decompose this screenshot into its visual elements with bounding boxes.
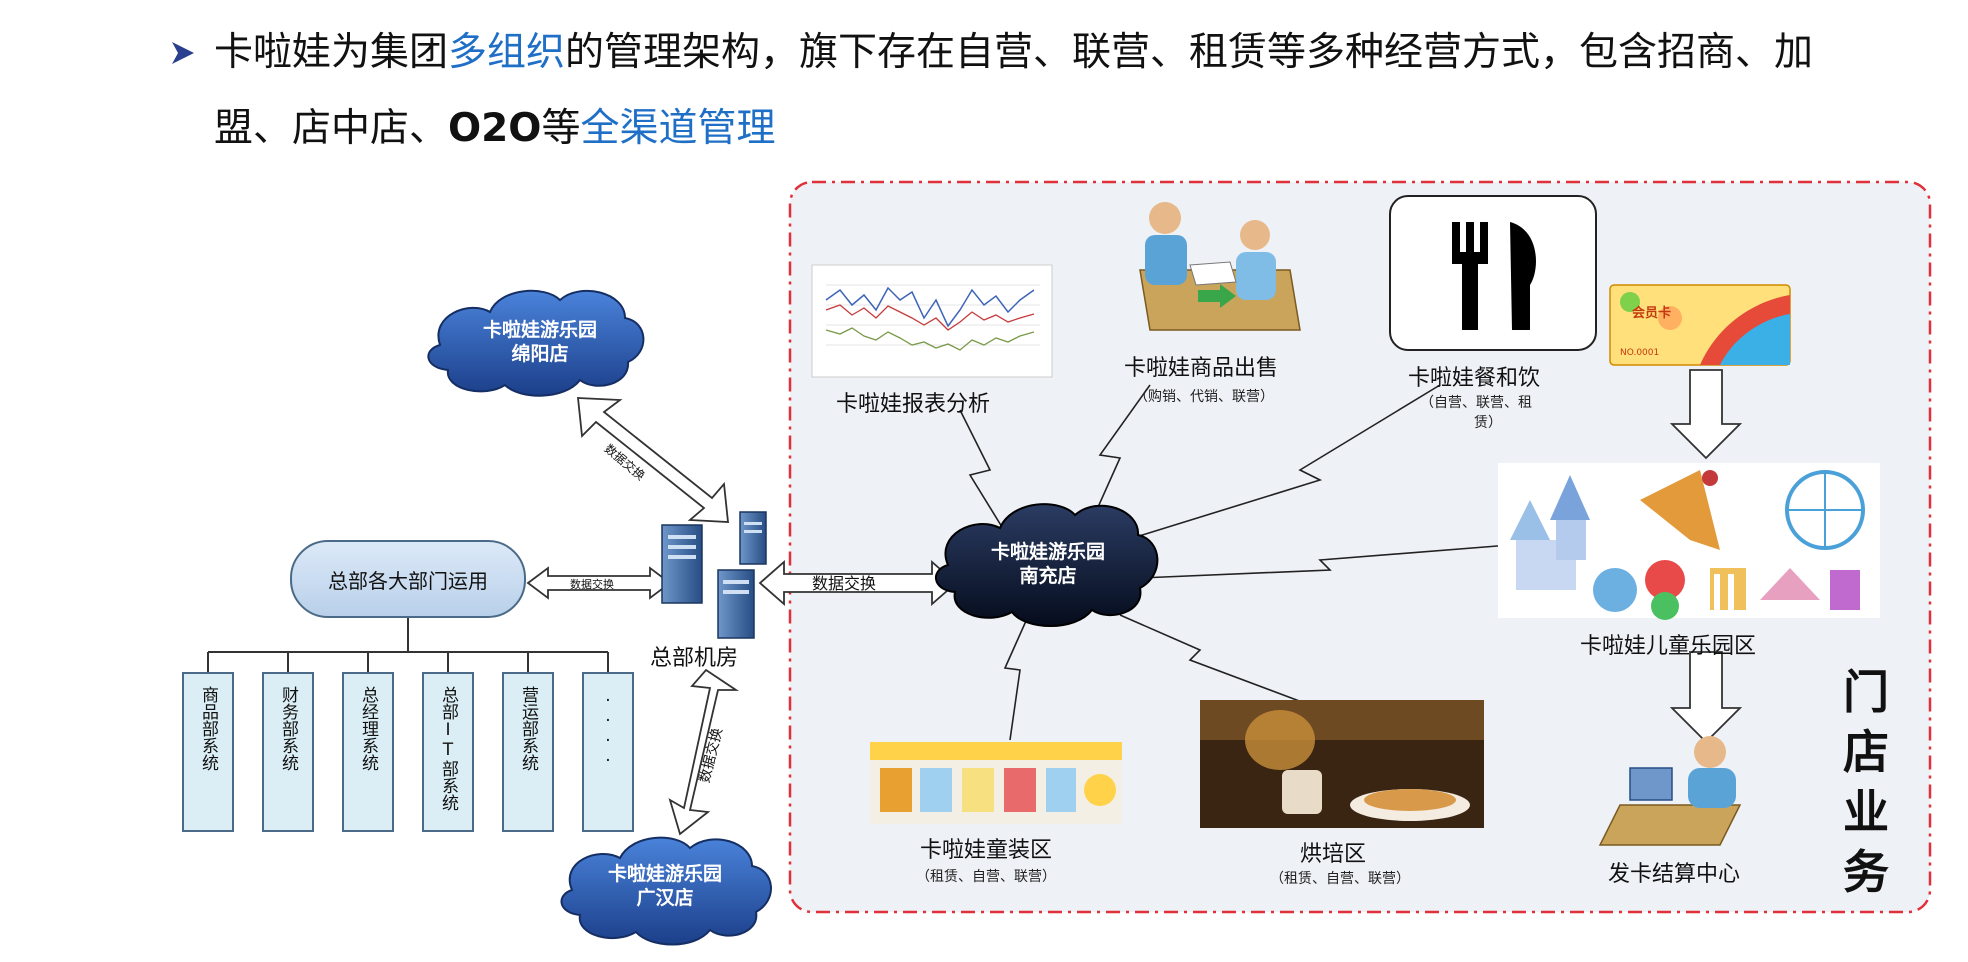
heading-line-1: 卡啦娃为集团多组织的管理架构，旗下存在自营、联营、租赁等多种经营方式，包含招商、… bbox=[214, 26, 1813, 80]
kids-clothing-sublabel: （租赁、自营、联营） bbox=[916, 869, 1056, 885]
cloud-guanghan bbox=[560, 836, 772, 946]
arrow-bullet-icon bbox=[172, 42, 194, 64]
cloud-nanchong bbox=[935, 503, 1159, 627]
flow-down-arrows bbox=[1669, 369, 1743, 744]
heading-text: 盟、店中店、 bbox=[214, 106, 449, 151]
cloud-label-line: 卡啦娃游乐园 bbox=[607, 863, 722, 885]
cloud-guanghan-label: 卡啦娃游乐园 广汉店 bbox=[570, 862, 760, 910]
dept-finance-system: 财务部系统 bbox=[262, 672, 314, 832]
settlement-center-icon bbox=[1598, 736, 1742, 846]
heading-highlight-omnichannel: 全渠道管理 bbox=[580, 106, 776, 151]
heading-text: 等 bbox=[541, 106, 581, 151]
kids-clothing-photo bbox=[870, 742, 1122, 824]
dept-more: .... bbox=[582, 672, 634, 832]
report-analysis-label: 卡啦娃报表分析 bbox=[836, 392, 991, 417]
bakery-photo bbox=[1200, 700, 1484, 828]
cloud-label-line: 广汉店 bbox=[636, 887, 694, 909]
server-room-icon bbox=[661, 511, 767, 639]
goods-sale-label: 卡啦娃商品出售 bbox=[1124, 356, 1279, 381]
dept-operations-system: 营运部系统 bbox=[502, 672, 554, 832]
dept-gm-system: 总经理系统 bbox=[342, 672, 394, 832]
dining-label: 卡啦娃餐和饮 bbox=[1408, 366, 1541, 391]
dining-sublabel-1: （自营、联营、租 bbox=[1420, 395, 1532, 411]
goods-sale-icon bbox=[1139, 202, 1301, 331]
connection-lines bbox=[959, 384, 1511, 741]
report-chart-thumbnail bbox=[811, 264, 1053, 378]
membership-card-text: 会员卡 bbox=[1632, 306, 1672, 321]
dept-it-system: 总部IT部系统 bbox=[422, 672, 474, 832]
heading-o2o: O2O bbox=[448, 106, 542, 151]
settlement-center-label: 发卡结算中心 bbox=[1608, 862, 1741, 887]
bakery-sublabel: （租赁、自营、联营） bbox=[1270, 871, 1410, 887]
cloud-label-line: 绵阳店 bbox=[511, 343, 569, 365]
hq-departments-box: 总部各大部门运用 bbox=[290, 540, 526, 618]
cloud-mianyang-label: 卡啦娃游乐园 绵阳店 bbox=[440, 318, 640, 366]
hq-box-label: 总部各大部门运用 bbox=[328, 568, 488, 593]
department-tree-lines bbox=[207, 618, 609, 672]
heading-line-2: 盟、店中店、O2O等全渠道管理 bbox=[214, 102, 776, 156]
kids-park-collage bbox=[1498, 463, 1880, 620]
fork-knife-icon bbox=[1389, 195, 1597, 351]
dining-sublabel-2: 赁） bbox=[1474, 415, 1502, 431]
heading-text: 卡啦娃为集团 bbox=[214, 30, 449, 75]
cloud-mianyang bbox=[427, 289, 645, 397]
cloud-label-line: 卡啦娃游乐园 bbox=[482, 319, 597, 341]
exchange-label-middle: 数据交换 bbox=[812, 574, 877, 593]
goods-sale-sublabel: （购销、代销、联营） bbox=[1134, 389, 1274, 405]
cloud-nanchong-label: 卡啦娃游乐园 南充店 bbox=[948, 540, 1148, 588]
heading-text: 的管理架构，旗下存在自营、联营、租赁等多种经营方式，包含招商、加 bbox=[565, 30, 1814, 75]
cloud-label-line: 卡啦娃游乐园 bbox=[990, 541, 1105, 563]
heading-highlight-multi-org: 多组织 bbox=[448, 30, 566, 75]
exchange-label-left: 数据交换 bbox=[570, 578, 614, 591]
store-business-title: 门店业务 bbox=[1843, 665, 1889, 899]
cloud-label-line: 南充店 bbox=[1019, 565, 1077, 587]
bakery-label: 烘培区 bbox=[1300, 842, 1367, 867]
dept-goods-system: 商品部系统 bbox=[182, 672, 234, 832]
membership-card-icon bbox=[1609, 284, 1791, 366]
kids-clothing-label: 卡啦娃童装区 bbox=[920, 838, 1053, 863]
hq-server-room-label: 总部机房 bbox=[650, 646, 739, 671]
kids-park-label: 卡啦娃儿童乐园区 bbox=[1580, 634, 1757, 659]
membership-card-no: NO.0001 bbox=[1620, 348, 1660, 358]
